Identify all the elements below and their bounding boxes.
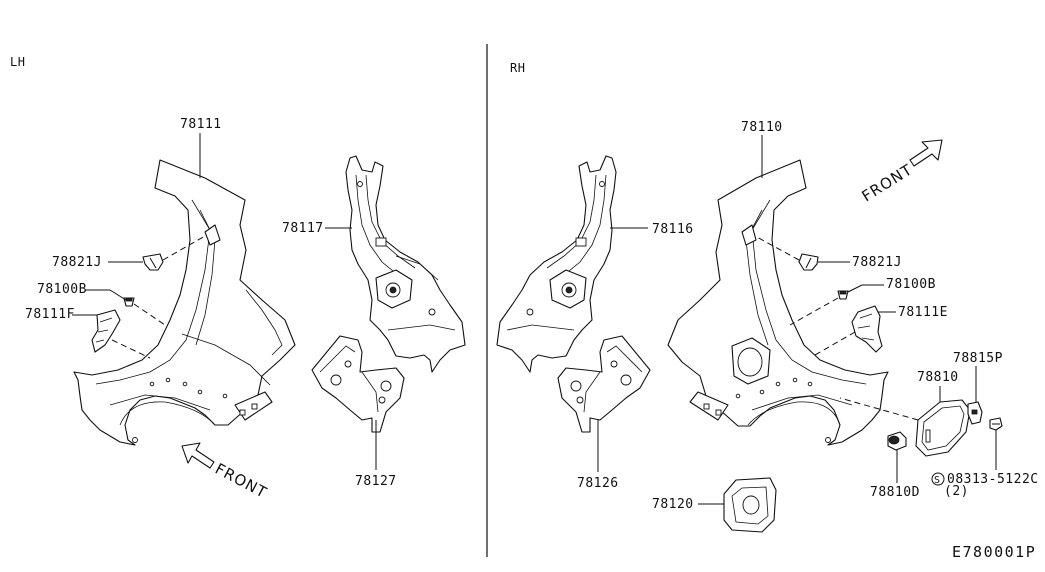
dash-78821j-lh — [162, 235, 206, 261]
label-78821j-rh: 78821J — [852, 255, 902, 270]
screw-symbol-icon — [931, 472, 945, 486]
lh-rear-fender-panel-78111 — [73, 159, 296, 446]
rh-bracket-78111e — [851, 305, 883, 353]
drawing-code: E780001P — [952, 543, 1036, 561]
lh-screw-78100b — [123, 297, 135, 307]
label-08313: 08313-5122C — [947, 472, 1039, 487]
rh-filler-lid-78810 — [915, 399, 971, 457]
label-78810: 78810 — [917, 370, 959, 385]
rh-wheelhouse-78126 — [557, 335, 651, 433]
rh-bumper-78810d — [887, 431, 907, 451]
lh-front-arrow — [181, 442, 215, 469]
label-78111e: 78111E — [898, 305, 948, 320]
rh-front-label: FRONT — [859, 160, 916, 205]
rh-front-arrow — [909, 139, 943, 167]
lh-bracket-78111f — [91, 309, 121, 353]
lh-inner-pillar-78117 — [345, 155, 466, 373]
label-78111f: 78111F — [25, 307, 75, 322]
label-08313-qty: (2) — [944, 484, 969, 499]
screw-symbol-letter: S — [934, 475, 941, 486]
rh-screws-08313 — [989, 417, 1003, 431]
rh-clip-78821j — [798, 253, 819, 271]
label-78821j-lh: 78821J — [52, 255, 102, 270]
label-78120: 78120 — [652, 497, 694, 512]
label-78117: 78117 — [282, 221, 324, 236]
label-78810d: 78810D — [870, 485, 920, 500]
label-78127: 78127 — [355, 474, 397, 489]
lh-wheelhouse-78127 — [311, 335, 405, 433]
label-78100b-rh: 78100B — [886, 277, 936, 292]
rh-screw-78100b — [837, 290, 849, 300]
rh-filler-base-78120 — [723, 477, 777, 533]
label-78126: 78126 — [577, 476, 619, 491]
label-78111: 78111 — [180, 117, 222, 132]
leader-78100b-rh — [847, 284, 863, 293]
label-78100b-lh: 78100B — [37, 282, 87, 297]
rh-rear-fender-panel-78110 — [667, 159, 889, 446]
rh-side-label: RH — [510, 61, 525, 75]
lh-front-label: FRONT — [212, 460, 270, 502]
lh-clip-78821j — [142, 253, 164, 271]
label-78110: 78110 — [741, 120, 783, 135]
rh-inner-pillar-78116 — [496, 155, 617, 373]
rh-hinge-78815p — [967, 401, 983, 425]
label-78815p: 78815P — [953, 351, 1003, 366]
label-78116: 78116 — [652, 222, 694, 237]
lh-side-label: LH — [10, 55, 25, 69]
